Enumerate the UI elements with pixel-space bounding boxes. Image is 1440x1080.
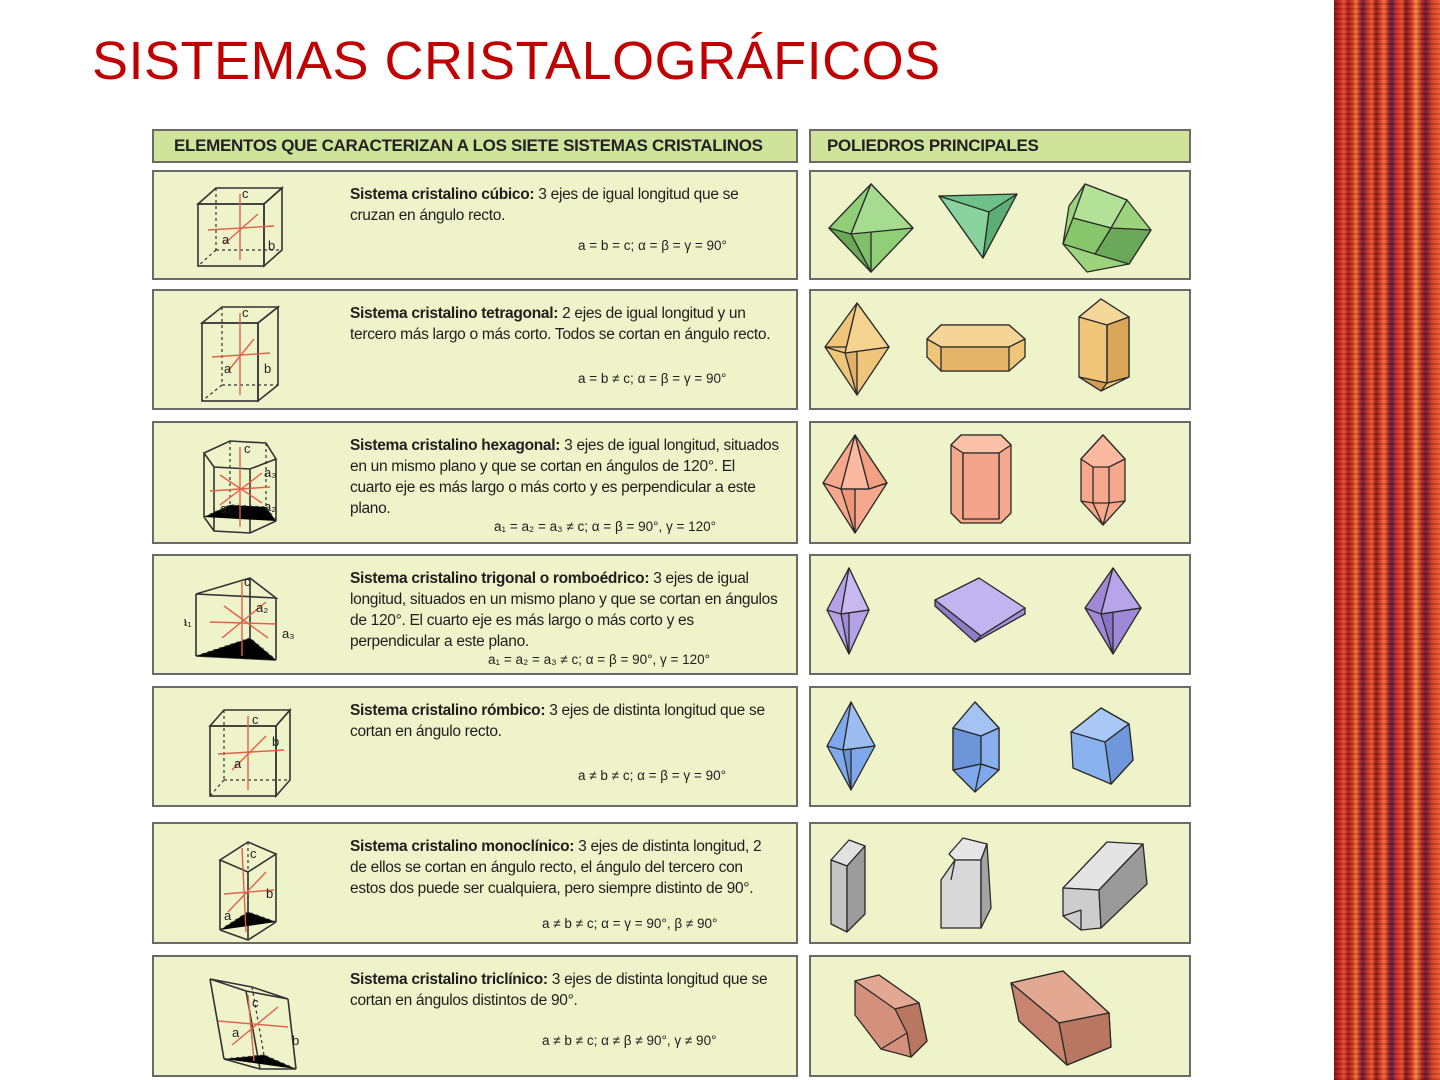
tetragonal-axes-diagram: c a b xyxy=(199,305,281,403)
axis-label-a1: a₁ xyxy=(220,501,232,516)
trigonal-axes-diagram: c a₂ a₁ a₃ xyxy=(184,574,295,661)
rhombic-formula: a ≠ b ≠ c; α = β = γ = 90° xyxy=(578,768,726,783)
hexagonal-description: Sistema cristalino hexagonal: 3 ejes de … xyxy=(350,437,779,517)
axis-label-b: b xyxy=(266,886,273,901)
axis-label-c: c xyxy=(252,995,259,1010)
system-row-hexagonal: c a₃ a₁ a₂ Sistema cristalino hexagonal:… xyxy=(152,421,798,544)
slide-title: SISTEMAS CRISTALOGRÁFICOS xyxy=(92,31,941,91)
table-header-polyhedra: POLIEDROS PRINCIPALES xyxy=(809,129,1191,163)
cubic-formula: a = b = c; α = β = γ = 90° xyxy=(578,238,727,253)
polyhedra-row-rhombic xyxy=(809,686,1191,807)
tetragonal-description: Sistema cristalino tetragonal: 2 ejes de… xyxy=(350,305,771,343)
axis-label-a2: a₂ xyxy=(256,600,268,615)
axis-label-b: b xyxy=(264,361,271,376)
polyhedra-row-hexagonal xyxy=(809,421,1191,544)
decorative-textile-stripe xyxy=(1334,0,1440,1080)
system-row-cubic: c a b Sistema cristalino cúbico: 3 ejes … xyxy=(152,170,798,280)
axis-label-b: b xyxy=(272,734,279,749)
axis-label-b: b xyxy=(292,1033,299,1048)
triclinic-polyhedra xyxy=(854,970,1112,1066)
axis-label-a1: a₁ xyxy=(184,614,192,629)
axis-label-a: a xyxy=(232,1025,240,1040)
polyhedra-row-monoclinic xyxy=(809,822,1191,944)
hexagonal-formula: a₁ = a₂ = a₃ ≠ c; α = β = 90°, γ = 120° xyxy=(494,519,717,534)
hexagonal-polyhedra xyxy=(822,434,1126,534)
axis-label-a2: a₂ xyxy=(264,499,276,514)
axis-label-c: c xyxy=(250,846,257,861)
trigonal-polyhedra xyxy=(826,567,1142,655)
polyhedra-row-trigonal xyxy=(809,554,1191,675)
axis-label-a: a xyxy=(224,361,232,376)
polyhedra-row-triclinic xyxy=(809,955,1191,1077)
polyhedra-row-cubic xyxy=(809,170,1191,280)
triclinic-formula: a ≠ b ≠ c; α ≠ β ≠ 90°, γ ≠ 90° xyxy=(542,1033,717,1048)
tetragonal-formula: a = b ≠ c; α = β = γ = 90° xyxy=(578,371,727,386)
system-row-trigonal: c a₂ a₁ a₃ Sistema cristalino trigonal o… xyxy=(152,554,798,675)
axis-label-a3: a₃ xyxy=(282,626,295,641)
rhombic-description: Sistema cristalino rómbico: 3 ejes de di… xyxy=(350,702,765,740)
polyhedra-row-tetragonal xyxy=(809,289,1191,410)
monoclinic-description: Sistema cristalino monoclínico: 3 ejes d… xyxy=(350,838,762,897)
axis-label-a: a xyxy=(224,908,232,923)
hexagonal-axes-diagram: c a₃ a₁ a₂ xyxy=(202,440,278,534)
monoclinic-axes-diagram: c b a xyxy=(218,841,278,941)
axis-label-a: a xyxy=(222,232,230,247)
system-row-monoclinic: c b a Sistema cristalino monoclínico: 3 … xyxy=(152,822,798,944)
axis-label-c: c xyxy=(242,186,249,201)
axis-label-c: c xyxy=(252,712,259,727)
axis-label-c: c xyxy=(242,305,249,320)
triclinic-axes-diagram: c a b xyxy=(209,978,299,1070)
rhombic-polyhedra xyxy=(826,701,1134,793)
rhombic-axes-diagram: c b a xyxy=(208,707,292,799)
axis-label-c: c xyxy=(244,574,251,589)
triclinic-description: Sistema cristalino triclínico: 3 ejes de… xyxy=(350,971,768,1009)
trigonal-formula: a₁ = a₂ = a₃ ≠ c; α = β = 90°, γ = 120° xyxy=(488,652,711,667)
tetragonal-polyhedra xyxy=(824,298,1130,396)
system-row-triclinic: c a b Sistema cristalino triclínico: 3 e… xyxy=(152,955,798,1077)
monoclinic-polyhedra xyxy=(830,837,1148,933)
axis-label-a3: a₃ xyxy=(264,465,277,480)
system-row-tetragonal: c a b Sistema cristalino tetragonal: 2 e… xyxy=(152,289,798,410)
trigonal-description: Sistema cristalino trigonal o romboédric… xyxy=(350,570,778,650)
table-header-elements: ELEMENTOS QUE CARACTERIZAN A LOS SIETE S… xyxy=(152,129,798,163)
axis-label-c: c xyxy=(244,441,251,456)
cubic-axes-diagram: c a b xyxy=(195,186,285,268)
system-row-rhombic: c b a Sistema cristalino rómbico: 3 ejes… xyxy=(152,686,798,807)
cubic-description: Sistema cristalino cúbico: 3 ejes de igu… xyxy=(350,186,739,224)
cubic-polyhedra xyxy=(828,183,1152,273)
axis-label-a: a xyxy=(234,756,242,771)
axis-label-b: b xyxy=(268,238,275,253)
monoclinic-formula: a ≠ b ≠ c; α = γ = 90°, β ≠ 90° xyxy=(542,916,718,931)
